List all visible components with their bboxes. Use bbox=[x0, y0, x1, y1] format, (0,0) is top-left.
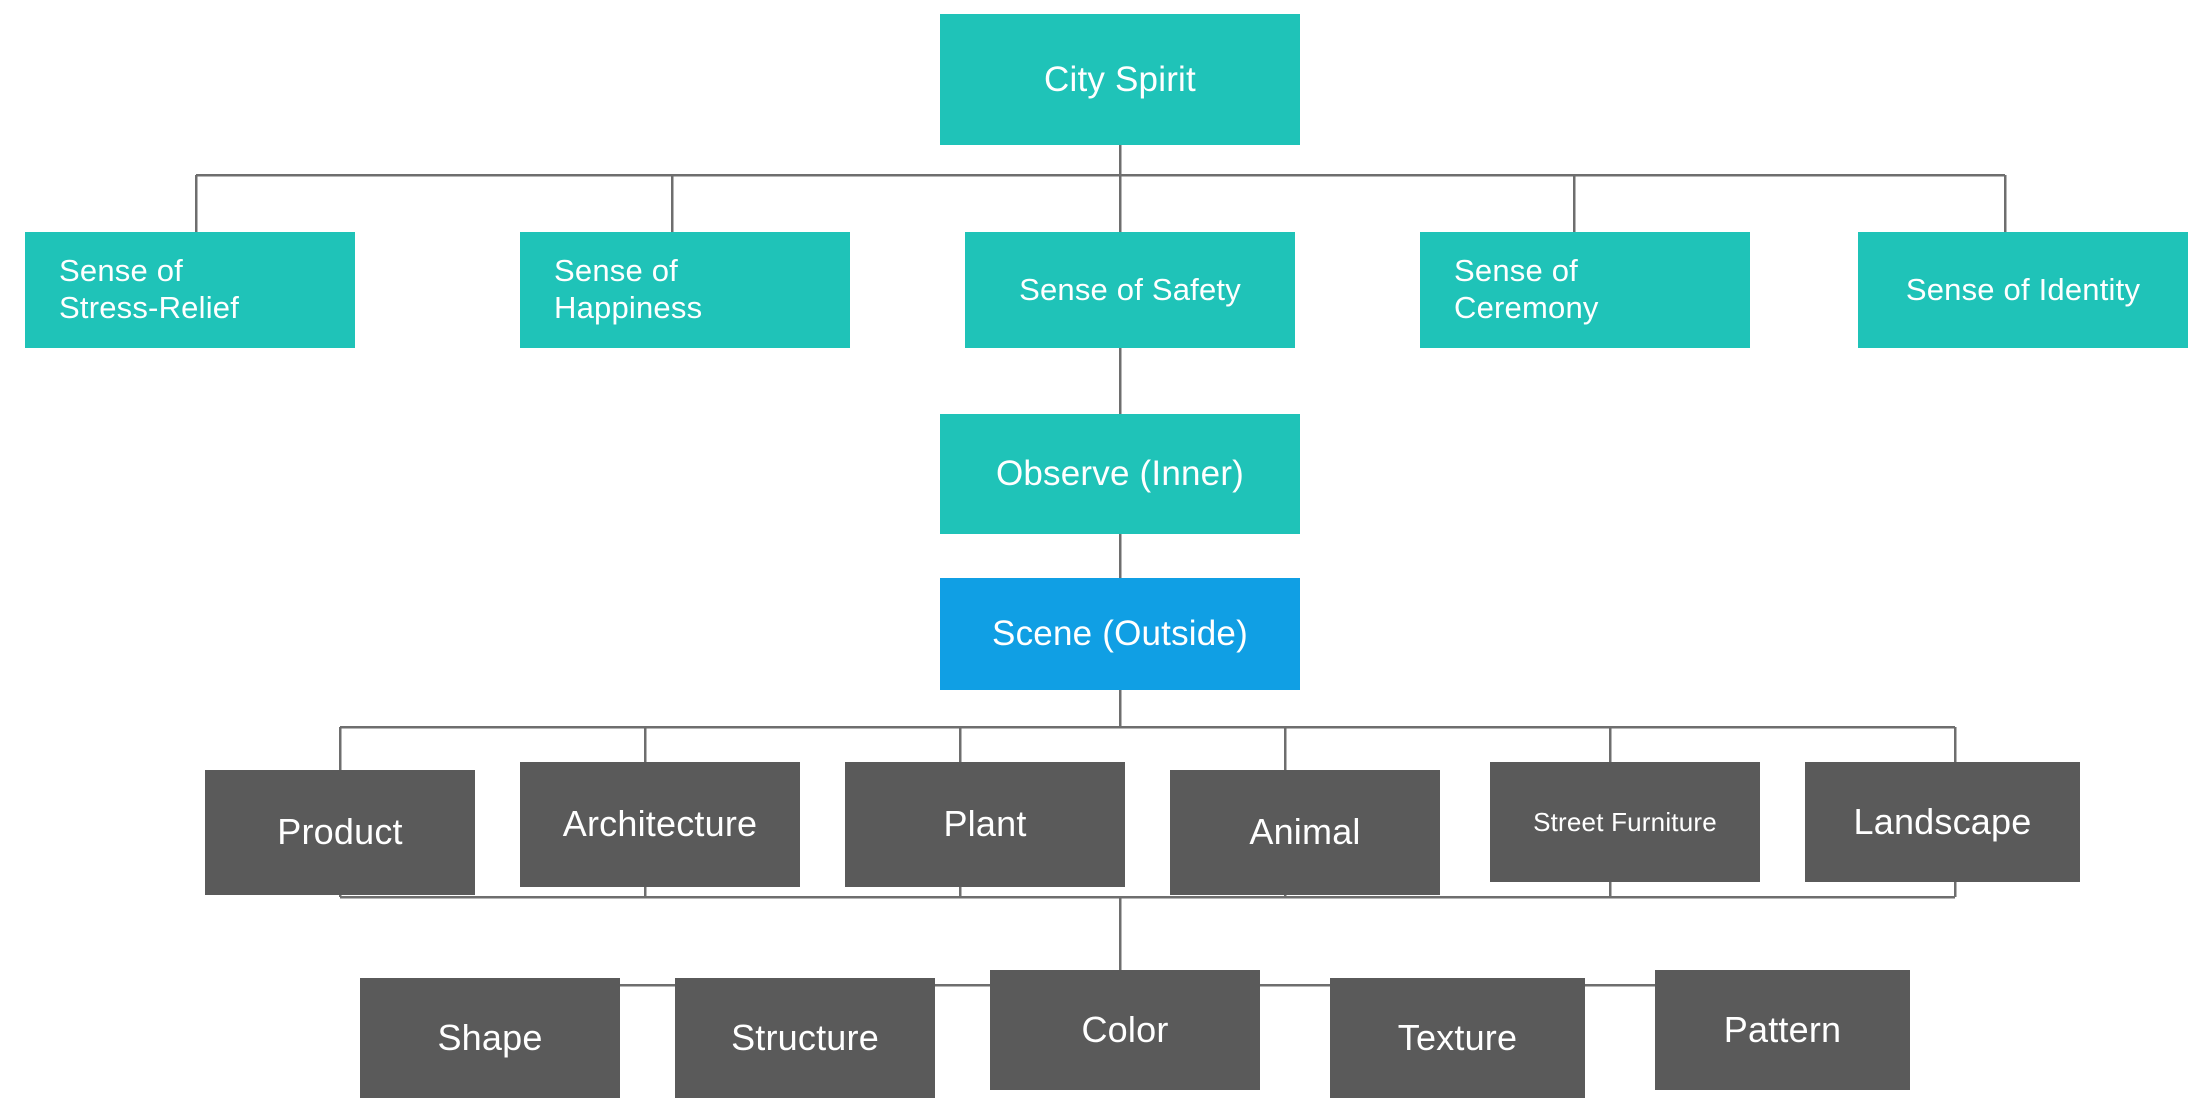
node-observe-inner[interactable]: Observe (Inner) bbox=[940, 414, 1300, 534]
node-animal[interactable]: Animal bbox=[1170, 770, 1440, 895]
node-structure[interactable]: Structure bbox=[675, 978, 935, 1098]
node-sense-of-identity[interactable]: Sense of Identity bbox=[1858, 232, 2188, 348]
node-sense-of-safety[interactable]: Sense of Safety bbox=[965, 232, 1295, 348]
node-city-spirit[interactable]: City Spirit bbox=[940, 14, 1300, 145]
node-sense-of-happiness[interactable]: Sense of Happiness bbox=[520, 232, 850, 348]
node-scene-outside[interactable]: Scene (Outside) bbox=[940, 578, 1300, 690]
node-color[interactable]: Color bbox=[990, 970, 1260, 1090]
node-texture[interactable]: Texture bbox=[1330, 978, 1585, 1098]
node-sense-of-ceremony[interactable]: Sense of Ceremony bbox=[1420, 232, 1750, 348]
node-sense-of-stress-relief[interactable]: Sense of Stress-Relief bbox=[25, 232, 355, 348]
node-street-furniture[interactable]: Street Furniture bbox=[1490, 762, 1760, 882]
node-landscape[interactable]: Landscape bbox=[1805, 762, 2080, 882]
node-product[interactable]: Product bbox=[205, 770, 475, 895]
node-plant[interactable]: Plant bbox=[845, 762, 1125, 887]
node-pattern[interactable]: Pattern bbox=[1655, 970, 1910, 1090]
node-shape[interactable]: Shape bbox=[360, 978, 620, 1098]
node-architecture[interactable]: Architecture bbox=[520, 762, 800, 887]
